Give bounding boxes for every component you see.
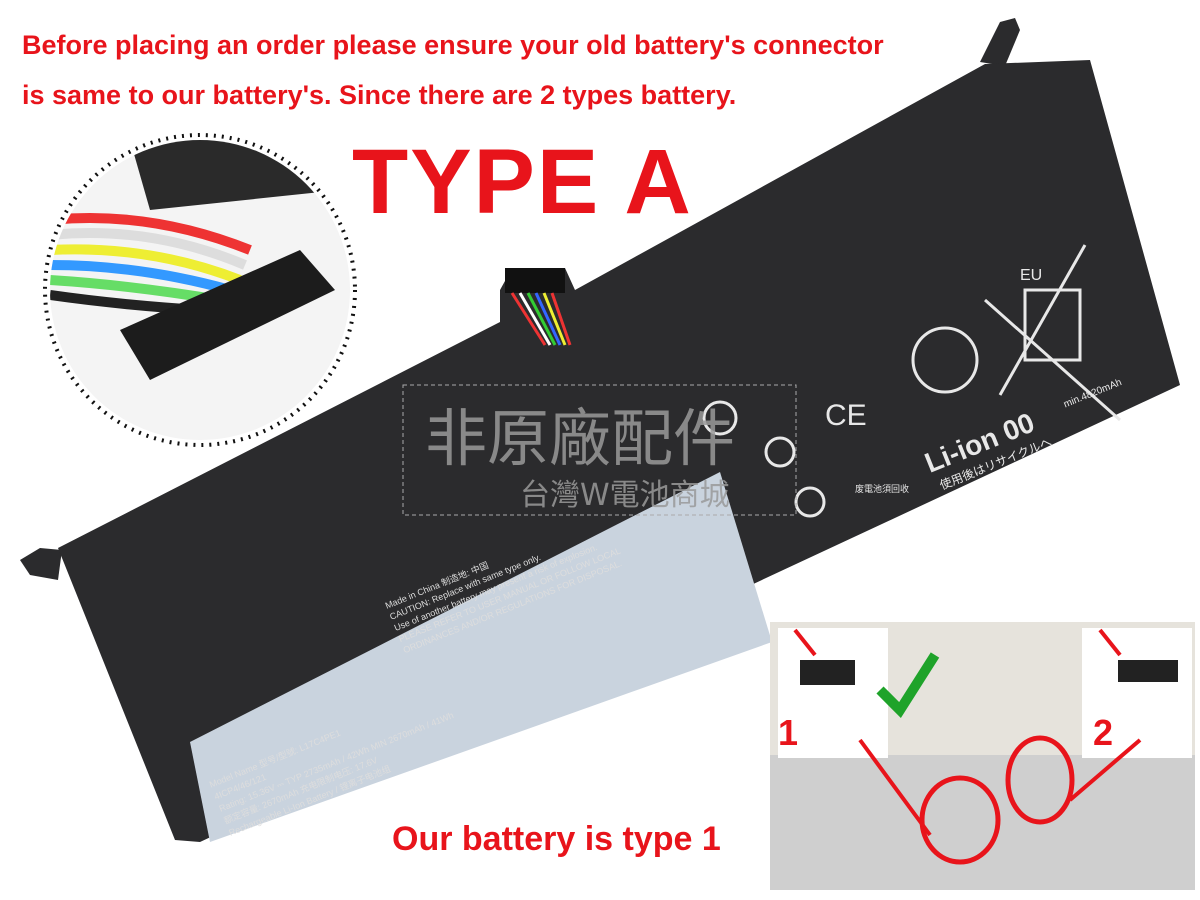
- battery-label-area: [190, 472, 772, 842]
- connector-closeup: [50, 140, 350, 440]
- highlight-circle: [919, 775, 1001, 865]
- mount-tab: [20, 548, 62, 580]
- watermark-frame: [402, 384, 797, 516]
- our-battery-type: Our battery is type 1: [392, 820, 721, 858]
- type-1-label: 1: [778, 712, 798, 753]
- arrow: [1068, 738, 1142, 802]
- check-icon: [876, 652, 940, 718]
- arrow: [858, 738, 932, 837]
- notice-line-2: is same to our battery's. Since there ar…: [22, 80, 737, 110]
- highlight-circle: [1005, 735, 1075, 825]
- notice-line-1: Before placing an order please ensure yo…: [22, 30, 884, 60]
- watermark-sub: 台灣W電池商城: [520, 478, 730, 513]
- battery-body: [58, 60, 1180, 842]
- wires: [510, 292, 572, 346]
- eco-period-icon: [764, 436, 796, 468]
- eu-mark: EU: [1020, 267, 1042, 284]
- type-2-label: 2: [1093, 712, 1113, 753]
- recycle-symbol-icon: [794, 486, 826, 518]
- ce-mark: CE: [825, 399, 867, 432]
- recycle-icon: [911, 326, 979, 394]
- watermark-main: 非原廠配件: [425, 402, 735, 475]
- warning-icon: [702, 400, 738, 436]
- mount-tab: [980, 18, 1020, 66]
- connector: [505, 268, 565, 293]
- recycle-cn: 废電池須回收: [855, 483, 909, 494]
- connector-type-inset: 1 2: [770, 622, 1195, 890]
- crossed-bin-icon: [984, 244, 1121, 422]
- type-heading: TYPE A: [352, 131, 693, 233]
